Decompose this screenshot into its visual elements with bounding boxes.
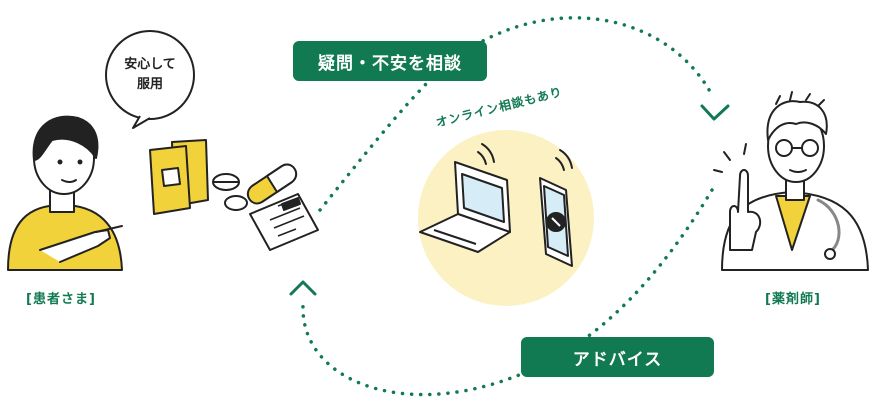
speech-bubble-icon xyxy=(105,30,195,129)
consult-step-label: 疑問・不安を相談 xyxy=(293,41,487,81)
speech-bubble-line-1: 安心して xyxy=(124,57,176,72)
consult-arrowhead-icon xyxy=(700,104,730,121)
capsule-icon xyxy=(246,163,298,205)
prescription-document-icon xyxy=(249,193,319,251)
wifi-signal-icon xyxy=(477,143,573,171)
patient-label: [患者さま] xyxy=(26,292,96,307)
pharmacist-illustration-icon xyxy=(713,91,869,271)
smartphone-icon xyxy=(539,177,573,267)
speech-bubble-line-2: 服用 xyxy=(136,77,163,92)
advice-arrowhead-icon xyxy=(289,280,317,296)
pill-tablet-icon xyxy=(212,173,248,211)
pharmacist-label: [薬剤師] xyxy=(765,292,821,307)
speech-bubble-text: 安心して 服用 xyxy=(110,55,190,95)
medicine-envelope-icon xyxy=(149,139,209,215)
consult-flow-arrow-path xyxy=(318,16,714,212)
laptop-icon xyxy=(419,161,511,253)
advice-step-label: アドバイス xyxy=(521,337,714,377)
patient-illustration-icon xyxy=(7,115,123,271)
